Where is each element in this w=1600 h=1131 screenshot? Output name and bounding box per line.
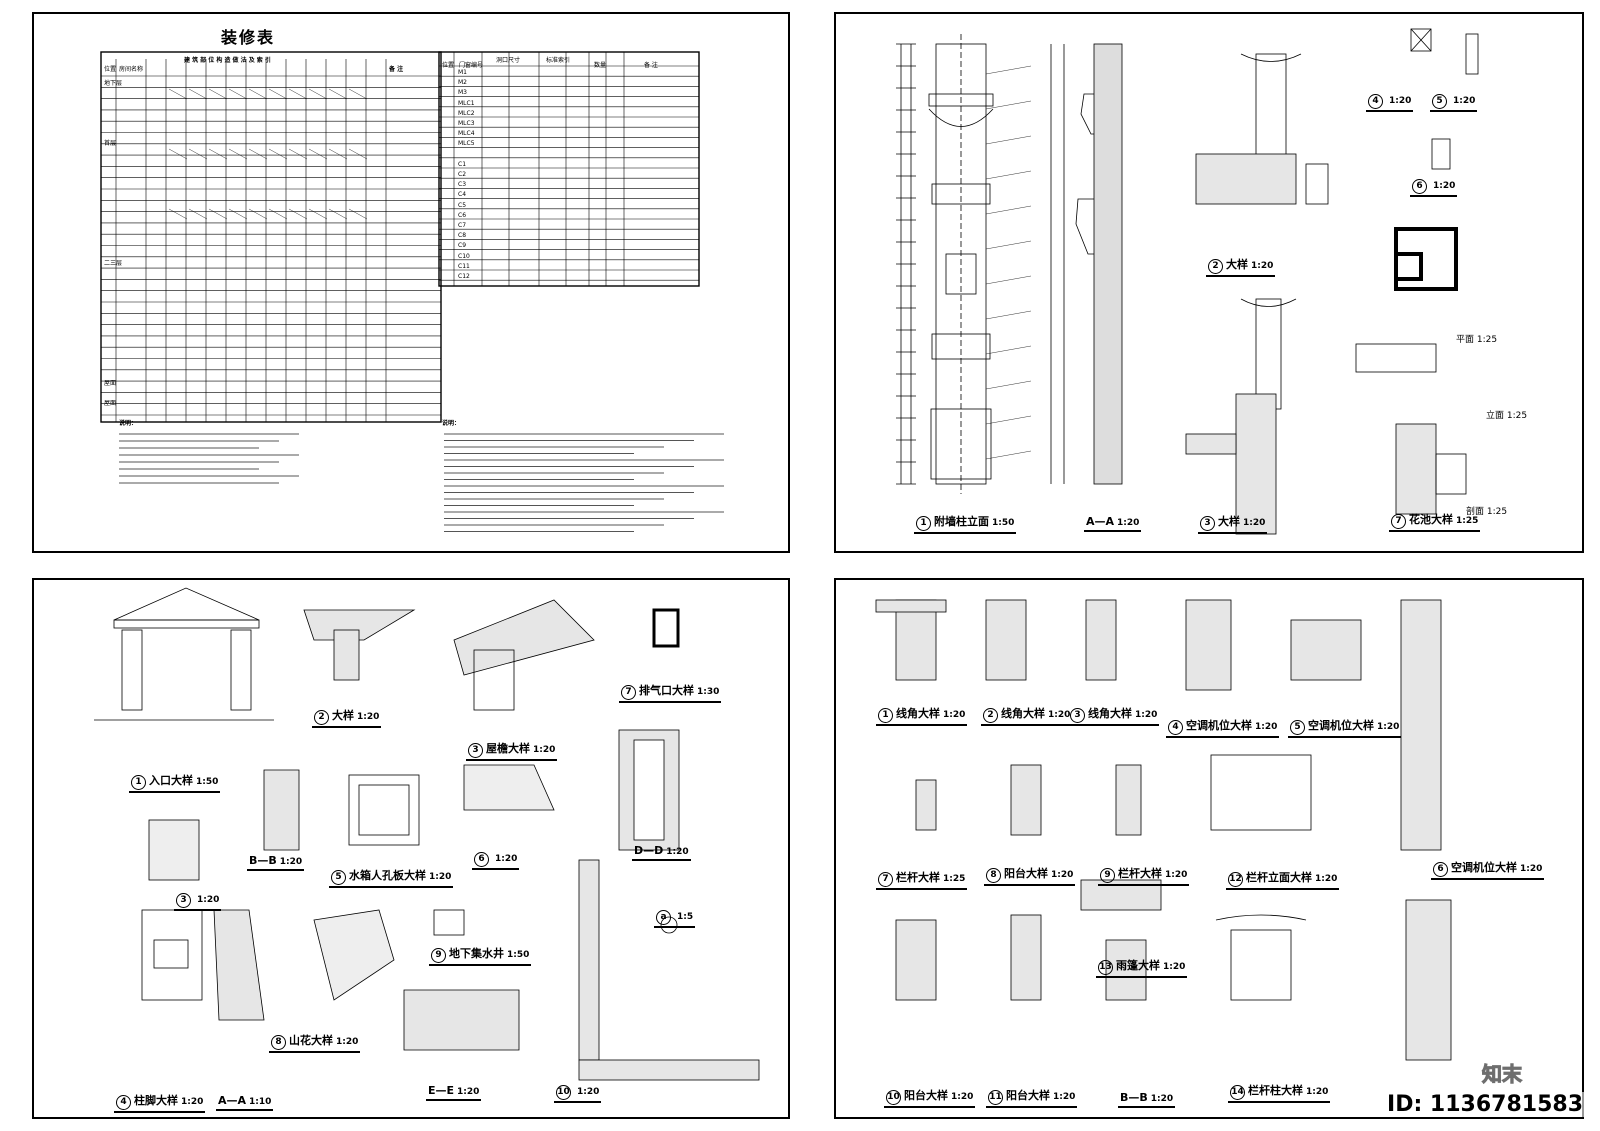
- sheet2-drawings: [896, 28, 1479, 535]
- window-code: C10: [458, 252, 470, 260]
- floor-label: 地下层: [104, 80, 123, 87]
- left-table-header: 建 筑 部 位 构 造 做 法 及 索 引: [184, 57, 271, 64]
- schedule-tables: [100, 51, 700, 423]
- window-code: MLC4: [458, 130, 475, 138]
- notes-right: 说明：: [442, 419, 742, 428]
- right-col-opening: 洞口尺寸: [496, 57, 521, 64]
- window-code: MLC3: [458, 120, 475, 127]
- floor-label: 屋面: [104, 400, 117, 407]
- window-code: C4: [458, 191, 467, 199]
- window-code: M1: [458, 69, 467, 76]
- floor-label: 屋面: [104, 380, 117, 387]
- window-code: C8: [458, 232, 467, 240]
- window-code: C2: [458, 171, 467, 178]
- right-col-index: 标准索引: [546, 57, 571, 64]
- right-col-qty: 数量: [594, 62, 607, 69]
- window-code: M3: [458, 89, 467, 97]
- right-col-remark: 备 注: [644, 62, 658, 69]
- right-col-position: 位置: [442, 62, 455, 69]
- window-code: C5: [458, 201, 467, 209]
- window-code: C9: [458, 242, 467, 250]
- left-table-remark: 备 注: [389, 66, 404, 73]
- window-code: C1: [458, 160, 467, 168]
- floor-label: 二三层: [104, 260, 123, 267]
- label-section: 剖面 1:25: [1466, 507, 1508, 517]
- window-code: C3: [458, 181, 467, 189]
- left-col-position: 位置: [104, 66, 117, 73]
- window-code: C11: [458, 262, 470, 270]
- watermark-logo: 知末: [1482, 1062, 1523, 1087]
- window-code: M2: [458, 79, 467, 87]
- window-code: C7: [458, 222, 467, 229]
- label-plan: 平面 1:25: [1456, 335, 1498, 345]
- window-code: C12: [458, 273, 470, 280]
- sheet-title: 装修表: [221, 28, 276, 47]
- window-code: MLC2: [458, 109, 475, 117]
- label-elev: 立面 1:25: [1486, 411, 1528, 421]
- sheet4-drawings: [875, 599, 1452, 1061]
- sheet3-drawings: [94, 587, 760, 1081]
- window-code: MLC5: [458, 140, 475, 148]
- notes-left: 说明：: [119, 419, 419, 428]
- floor-label: 首层: [104, 140, 117, 147]
- sheet-finish-schedule: 装修表 建 筑 部 位 构 造 做 法 及 索 引 备 注 位置 房间名称 位置…: [32, 12, 790, 553]
- left-col-room: 房间名称: [119, 66, 144, 73]
- notes-right-title: 说明：: [442, 420, 461, 427]
- window-code: C6: [458, 211, 467, 219]
- watermark-id: ID: 1136781583: [1384, 1092, 1586, 1117]
- notes-left-title: 说明：: [119, 420, 138, 427]
- window-code: MLC1: [458, 99, 475, 107]
- right-col-code: 门窗编号: [459, 62, 484, 69]
